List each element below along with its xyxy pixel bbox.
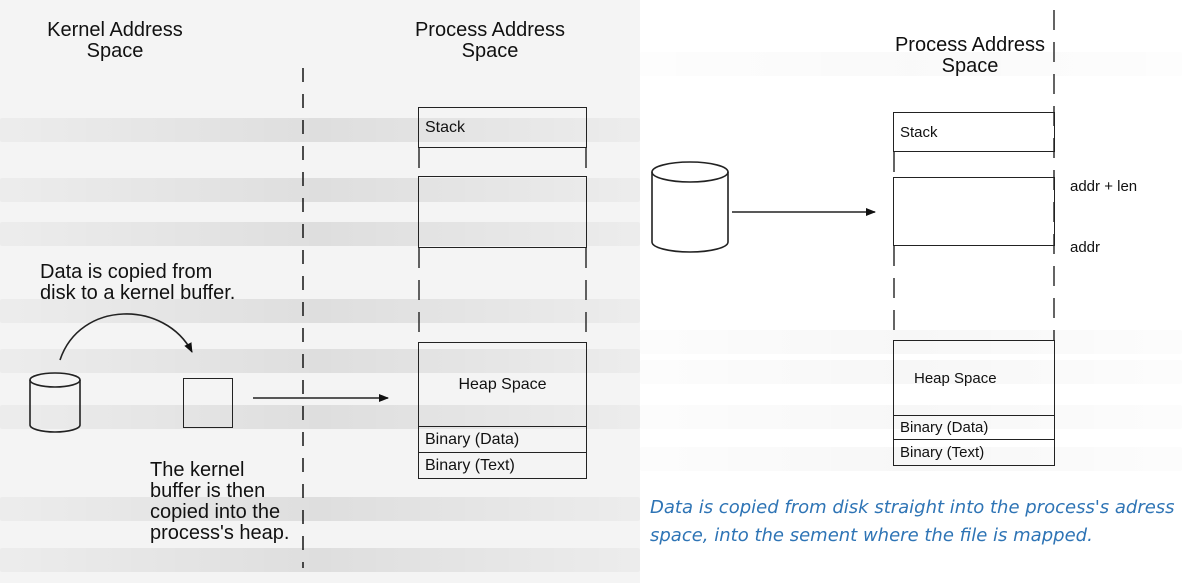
note-copied-to-kernel-buffer: Data is copied from disk to a kernel buf…	[40, 261, 236, 304]
kernel-buffer-box	[183, 378, 233, 428]
disk-icon	[29, 372, 81, 433]
print-bleed	[0, 299, 640, 323]
print-bleed	[0, 178, 640, 202]
addr-plus-len-label: addr + len	[1070, 178, 1138, 195]
print-bleed	[0, 405, 640, 429]
binary-text-segment: Binary (Text)	[418, 452, 587, 479]
print-bleed	[0, 349, 640, 373]
print-bleed	[0, 548, 640, 572]
process-address-space-title: Process Address Space	[414, 19, 566, 62]
print-bleed	[0, 497, 640, 521]
print-bleed	[640, 447, 1182, 471]
caption: Data is copied from disk straight into t…	[650, 497, 1175, 546]
address-space-edges-right	[893, 10, 1055, 340]
print-bleed	[640, 360, 1182, 384]
right-diagram	[640, 0, 1182, 583]
stack-segment: Stack	[418, 107, 587, 148]
mapped-region	[418, 176, 587, 248]
print-bleed	[0, 118, 640, 142]
print-bleed	[640, 330, 1182, 354]
print-bleed	[640, 405, 1182, 429]
process-address-space-title-right: Process Address Space	[894, 34, 1046, 77]
note-buffer-to-heap: The kernel buffer is then copied into th…	[150, 459, 290, 544]
binary-text-segment-right: Binary (Text)	[893, 439, 1055, 466]
addr-label: addr	[1070, 239, 1101, 256]
address-space-edges	[418, 148, 587, 342]
stack-segment-right: Stack	[893, 112, 1055, 152]
print-bleed	[640, 52, 1182, 76]
left-diagram: Kernel Address Space Process Address Spa…	[0, 0, 640, 583]
copy-to-buffer-arrow	[59, 313, 193, 361]
kernel-address-space-title: Kernel Address Space	[47, 19, 183, 62]
print-bleed	[0, 222, 640, 246]
disk-icon-right	[651, 161, 729, 253]
